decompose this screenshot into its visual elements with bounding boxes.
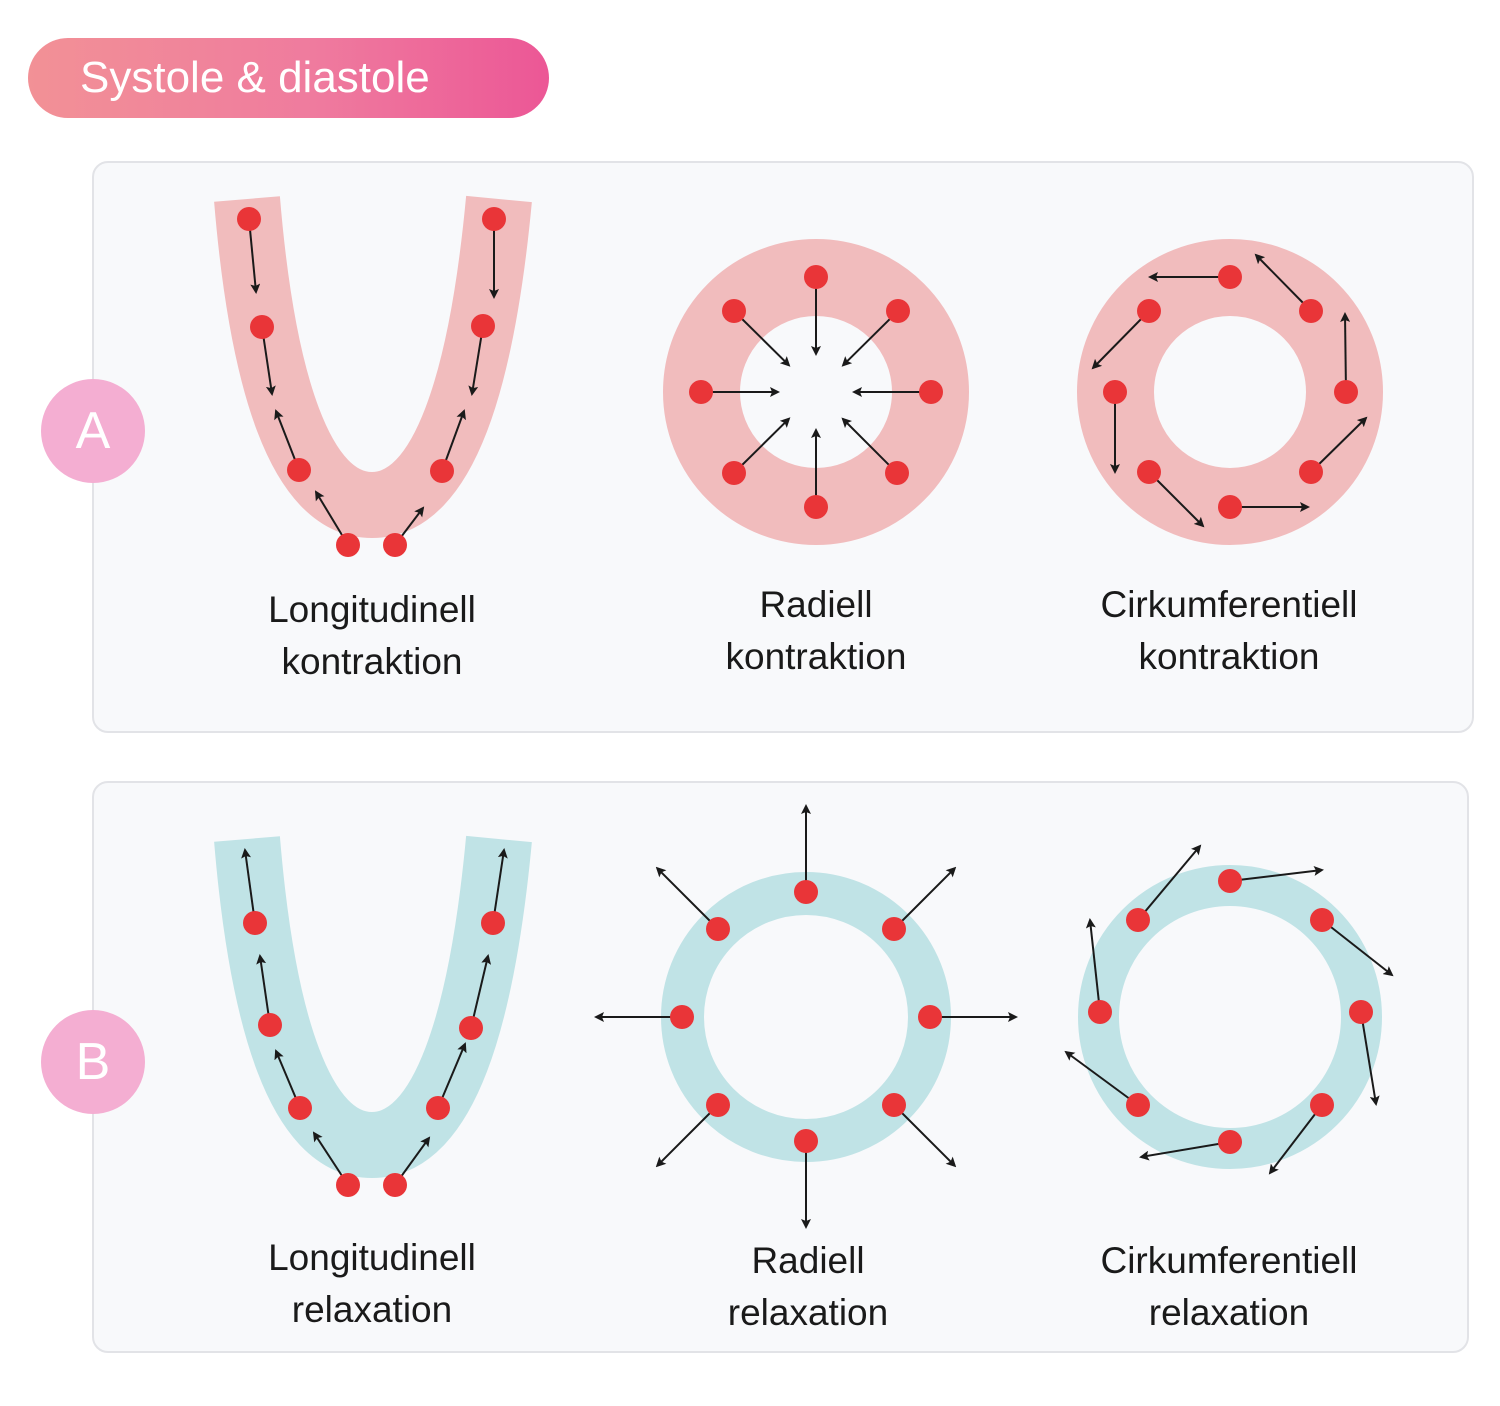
label-line2: relaxation: [727, 1292, 889, 1333]
arrow: [655, 1104, 719, 1168]
arrow: [1321, 919, 1394, 977]
muscle-point: [804, 265, 828, 289]
label-longitudinal-contraction: Longitudinell kontraktion: [172, 584, 572, 688]
arrow: [893, 866, 957, 930]
muscle-point: [706, 917, 730, 941]
label-line1: Longitudinell: [268, 1237, 476, 1278]
arrow: [733, 310, 791, 367]
arrow: [841, 310, 899, 367]
muscle-point: [336, 533, 360, 557]
muscle-point: [1126, 1093, 1150, 1117]
muscle-point: [243, 911, 267, 935]
arrow: [1340, 312, 1351, 393]
arrow: [1137, 844, 1202, 921]
label-line1: Radiell: [751, 1240, 865, 1281]
muscle-point: [804, 495, 828, 519]
muscle-point: [459, 1016, 483, 1040]
arrow: [248, 218, 261, 294]
muscle-point: [1310, 1093, 1334, 1117]
muscle-point: [794, 1129, 818, 1153]
arrow: [841, 417, 898, 474]
muscle-point: [471, 314, 495, 338]
muscle-point: [482, 207, 506, 231]
badge-b: B: [41, 1010, 145, 1114]
arrow: [893, 1104, 957, 1168]
muscle-point: [258, 1013, 282, 1037]
muscle-point: [383, 533, 407, 557]
muscle-point: [383, 1173, 407, 1197]
label-line2: relaxation: [291, 1289, 453, 1330]
muscle-point: [722, 461, 746, 485]
arrow: [492, 848, 508, 924]
arrow: [470, 954, 492, 1029]
arrow: [1064, 1050, 1139, 1106]
muscle-point: [706, 1093, 730, 1117]
badge-a: A: [41, 379, 145, 483]
label-line1: Cirkumferentiell: [1100, 1240, 1358, 1281]
ventricle-wall-band: [214, 195, 532, 539]
muscle-point: [882, 917, 906, 941]
label-longitudinal-relaxation: Longitudinell relaxation: [172, 1232, 572, 1336]
muscle-point: [919, 380, 943, 404]
muscle-point: [794, 880, 818, 904]
arrow: [655, 866, 719, 930]
label-line2: kontraktion: [725, 636, 907, 677]
arrow: [241, 848, 256, 924]
muscle-point: [430, 459, 454, 483]
ventricle-wall-band: [214, 835, 532, 1179]
muscle-point: [722, 299, 746, 323]
muscle-point: [1299, 299, 1323, 323]
arrow: [1310, 416, 1368, 473]
arrow: [1360, 1011, 1380, 1106]
muscle-point: [287, 458, 311, 482]
muscle-point: [1349, 1000, 1373, 1024]
arrow: [1254, 253, 1312, 312]
muscle-point: [1218, 869, 1242, 893]
muscle-point: [288, 1096, 312, 1120]
arrow: [733, 417, 791, 474]
arrow: [1268, 1104, 1323, 1175]
label-circumferential-relaxation: Cirkumferentiell relaxation: [1029, 1235, 1429, 1339]
muscle-point: [1299, 460, 1323, 484]
label-line1: Longitudinell: [268, 589, 476, 630]
label-radial-contraction: Radiell kontraktion: [616, 579, 1016, 683]
muscle-point: [670, 1005, 694, 1029]
muscle-point: [426, 1096, 450, 1120]
muscle-point: [481, 911, 505, 935]
label-line2: relaxation: [1148, 1292, 1310, 1333]
muscle-point: [237, 207, 261, 231]
label-line2: kontraktion: [281, 641, 463, 682]
muscle-point: [1137, 299, 1161, 323]
muscle-point: [1310, 908, 1334, 932]
label-radial-relaxation: Radiell relaxation: [608, 1235, 1008, 1339]
muscle-point: [689, 380, 713, 404]
arrow: [1229, 865, 1324, 882]
muscle-point: [1334, 380, 1358, 404]
muscle-point: [1126, 908, 1150, 932]
arrow: [1085, 918, 1101, 1013]
label-circumferential-contraction: Cirkumferentiell kontraktion: [1029, 579, 1429, 683]
arrow: [1091, 310, 1150, 370]
arrow: [1139, 1141, 1231, 1161]
muscle-point: [1088, 1000, 1112, 1024]
muscle-point: [1218, 265, 1242, 289]
muscle-point: [1137, 460, 1161, 484]
muscle-point: [882, 1093, 906, 1117]
muscle-point: [1218, 1130, 1242, 1154]
muscle-point: [886, 299, 910, 323]
title-pill: [28, 38, 549, 118]
muscle-point: [918, 1005, 942, 1029]
arrow: [1148, 471, 1205, 528]
label-line2: kontraktion: [1138, 636, 1320, 677]
label-line1: Radiell: [759, 584, 873, 625]
muscle-point: [1218, 495, 1242, 519]
page-title: Systole & diastole: [80, 53, 430, 102]
label-line1: Cirkumferentiell: [1100, 584, 1358, 625]
muscle-point: [336, 1173, 360, 1197]
muscle-point: [885, 461, 909, 485]
muscle-point: [1103, 380, 1127, 404]
muscle-point: [250, 315, 274, 339]
